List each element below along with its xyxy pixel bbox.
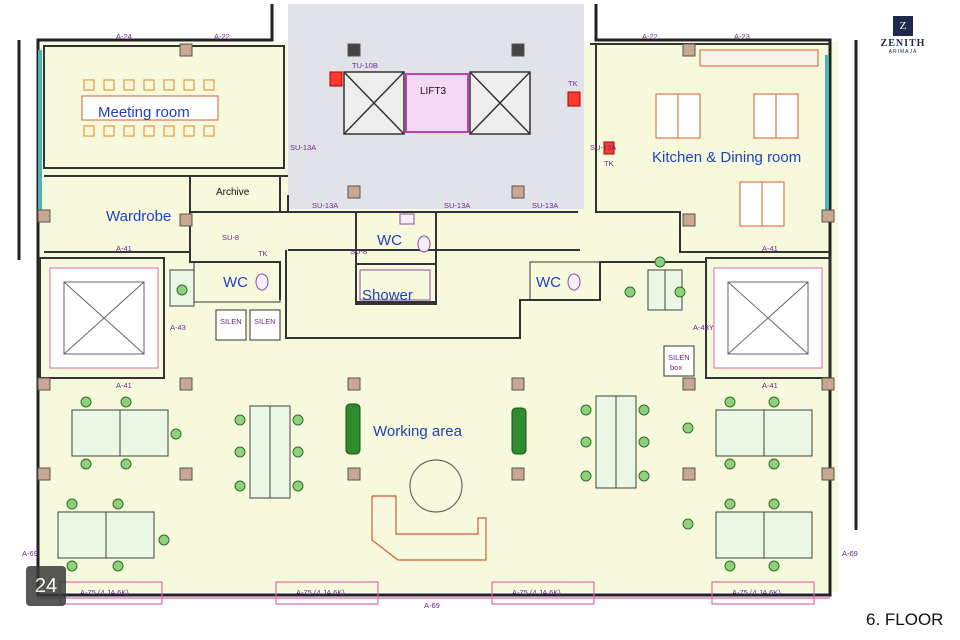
silen-boxes <box>215 309 695 377</box>
floor-label: 6. FLOOR <box>866 610 944 629</box>
tag-su13a-1: SU-13A <box>312 201 338 210</box>
brand-name: ZENITH <box>880 38 926 49</box>
shaft-right <box>713 267 823 369</box>
tag-a43y: A-43Y <box>693 323 714 332</box>
tag-a69-left: A-69 <box>22 549 38 558</box>
kitchen-tables <box>655 49 819 227</box>
shaft-left <box>49 267 159 369</box>
watermark-badge: 24 <box>26 566 66 606</box>
wardrobe-label: Wardrobe <box>106 208 171 225</box>
workstations <box>57 269 813 559</box>
meeting-room-label: Meeting room <box>98 104 190 121</box>
planters <box>345 403 527 455</box>
tag-a75-1: A-75 (4 JA 6K) <box>80 588 129 597</box>
brand-mark-icon: Z <box>893 16 913 36</box>
wc-label-left: WC <box>223 274 248 291</box>
workstation-chairs <box>66 256 780 572</box>
sanitary-fixtures <box>193 213 601 303</box>
meeting-table <box>81 79 219 137</box>
brand-subtitle: ARIMAJA <box>888 49 918 55</box>
tag-a23: A-23 <box>734 32 750 41</box>
tag-a75-2: A-75 (4 JA 6K) <box>296 588 345 597</box>
tag-tk-2: TK <box>568 79 578 88</box>
windows <box>38 50 829 215</box>
tag-a22-left: A-22 <box>214 32 230 41</box>
tag-su8-a: SU-8 <box>222 233 239 242</box>
elevators <box>343 71 531 135</box>
silen-label-1: SILEN <box>220 317 242 326</box>
silen-label-3: SILEN <box>668 353 690 362</box>
tag-tk-1: TK <box>258 249 268 258</box>
tag-su13a-5: SU-13A <box>590 143 616 152</box>
tag-a43: A-43 <box>170 323 186 332</box>
wc-label-right: WC <box>536 274 561 291</box>
lounge-sofa <box>371 459 487 561</box>
tag-su13a-2: SU-13A <box>444 201 470 210</box>
tag-a41-b: A-41 <box>762 244 778 253</box>
fire-icons <box>329 71 615 155</box>
kitchen-label: Kitchen & Dining room <box>652 149 801 166</box>
archive-label: Archive <box>216 187 250 198</box>
working-area-label: Working area <box>373 423 463 440</box>
shower-label: Shower <box>362 287 413 304</box>
tag-a69-right: A-69 <box>842 549 858 558</box>
lift-label: LIFT3 <box>420 86 447 97</box>
tag-su13a-4: SU-13A <box>290 143 316 152</box>
tag-tu10b: TU-10B <box>352 61 378 70</box>
columns <box>37 43 835 481</box>
tag-a41-a: A-41 <box>116 244 132 253</box>
tag-a69-bottom: A-69 <box>424 601 440 610</box>
silen-label-2: SILEN <box>254 317 276 326</box>
tag-a24: A-24 <box>116 32 132 41</box>
tag-a75-4: A-75 (4 JA 6K) <box>732 588 781 597</box>
wc-label-center: WC <box>377 232 402 249</box>
tag-a75-3: A-75 (4 JA 6K) <box>512 588 561 597</box>
brand-logo: Z ZENITH ARIMAJA <box>868 16 938 55</box>
tag-a41-c: A-41 <box>116 381 132 390</box>
tag-tk-3: TK <box>604 159 614 168</box>
tag-su13a-3: SU-13A <box>532 201 558 210</box>
tag-su8-b: SU-8 <box>350 247 367 256</box>
tag-a22-right: A-22 <box>642 32 658 41</box>
silen-box-label: box <box>670 363 682 372</box>
tag-a41-d: A-41 <box>762 381 778 390</box>
outer-walls <box>17 4 858 597</box>
